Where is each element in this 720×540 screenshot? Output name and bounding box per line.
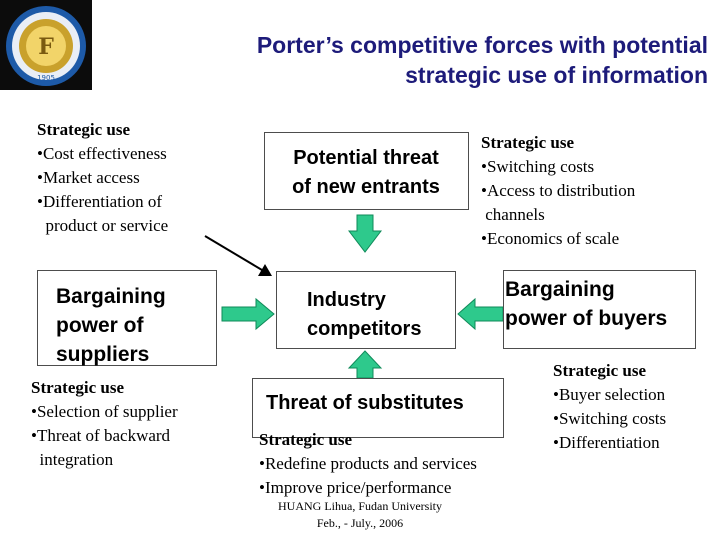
box-new-entrants: Potential threat of new entrants — [264, 132, 469, 210]
strategic-use-item: •Differentiation — [553, 433, 660, 452]
university-seal-icon: F 1905 — [0, 0, 92, 90]
strategic-use-item: •Access to distribution — [481, 181, 636, 200]
strategic-use-item: integration — [31, 450, 114, 469]
box-buyers: Bargaining power of buyers — [503, 270, 696, 349]
new-entrants-label: Potential threat of new entrants — [292, 147, 440, 198]
strategic-use-heading: Strategic use — [553, 361, 647, 380]
title-line-1: Porter’s competitive forces with potenti… — [256, 32, 708, 58]
strategic-use-item: •Buyer selection — [553, 385, 666, 404]
strategic-use-item: •Selection of supplier — [31, 402, 178, 421]
strategic-use-item: •Differentiation of — [37, 192, 163, 211]
strategic-use-top-right: Strategic use •Switching costs •Access t… — [481, 131, 635, 251]
strategic-use-item: •Switching costs — [481, 157, 595, 176]
strategic-use-item: •Threat of backward — [31, 426, 171, 445]
industry-competitors-label: Industry competitors — [307, 289, 422, 340]
footer-author: HUANG Lihua, Fudan University — [278, 499, 442, 513]
arrow-entrants-to-industry — [347, 214, 383, 253]
arrow-buyers-to-industry — [457, 297, 504, 331]
strategic-use-item: •Cost effectiveness — [37, 144, 167, 163]
box-substitutes: Threat of substitutes — [252, 378, 504, 438]
footer-credit: HUANG Lihua, Fudan University Feb., - Ju… — [250, 498, 470, 532]
svg-text:1905: 1905 — [37, 74, 55, 82]
strategic-use-top-left: Strategic use •Cost effectiveness •Marke… — [37, 118, 168, 238]
strategic-use-left: Strategic use •Selection of supplier •Th… — [31, 376, 178, 472]
strategic-use-heading: Strategic use — [481, 133, 575, 152]
arrow-suppliers-to-industry — [221, 297, 275, 331]
strategic-use-heading: Strategic use — [259, 430, 353, 449]
strategic-use-item: •Economics of scale — [481, 229, 620, 248]
suppliers-label: Bargaining power of suppliers — [56, 285, 166, 366]
strategic-use-item: channels — [481, 205, 545, 224]
box-suppliers: Bargaining power of suppliers — [37, 270, 217, 366]
title-line-2: strategic use of information — [405, 62, 708, 88]
buyers-label: Bargaining power of buyers — [505, 278, 668, 330]
svg-text:F: F — [38, 34, 54, 60]
strategic-use-heading: Strategic use — [31, 378, 125, 397]
strategic-use-heading: Strategic use — [37, 120, 131, 139]
strategic-use-bottom: Strategic use •Redefine products and ser… — [259, 428, 477, 500]
pointer-arrowhead — [258, 264, 272, 276]
substitutes-label: Threat of substitutes — [266, 392, 464, 414]
strategic-use-item: •Redefine products and services — [259, 454, 477, 473]
strategic-use-item: •Improve price/performance — [259, 478, 452, 497]
box-industry-competitors: Industry competitors — [276, 271, 456, 349]
strategic-use-item: product or service — [37, 216, 169, 235]
pointer-line — [204, 235, 263, 271]
strategic-use-item: •Switching costs — [553, 409, 667, 428]
footer-date: Feb., - July., 2006 — [316, 516, 404, 530]
page-title: Porter’s competitive forces with potenti… — [108, 30, 708, 90]
strategic-use-item: •Market access — [37, 168, 140, 187]
strategic-use-right: Strategic use •Buyer selection •Switchin… — [553, 359, 666, 455]
arrow-substitutes-to-industry — [347, 350, 383, 379]
